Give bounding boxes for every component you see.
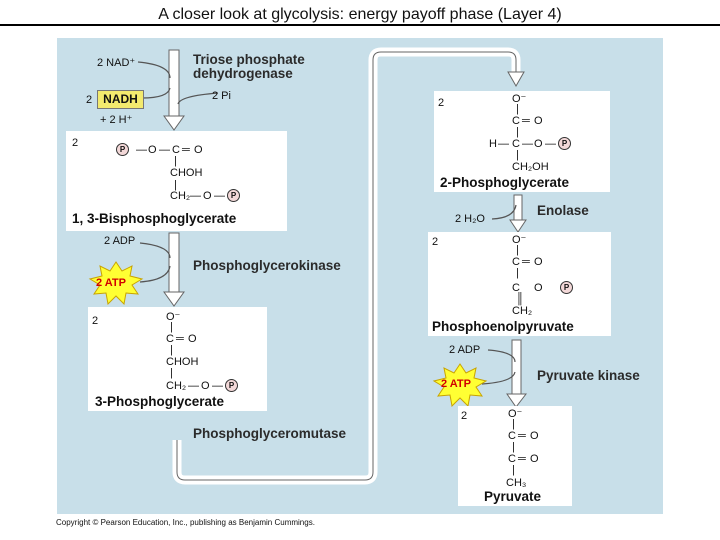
pg2-c1: C bbox=[512, 115, 520, 127]
nad-plus-label: 2 NAD⁺ bbox=[97, 57, 136, 69]
connector-arrowhead bbox=[507, 71, 525, 88]
enzyme-phosphoglycerokinase: Phosphoglycerokinase bbox=[193, 258, 341, 273]
pep-box: 2 O⁻ | C ═ O | C O P ║ CH₂ Phosphoenolpy… bbox=[428, 232, 611, 336]
phosphate-in-label: 2 Pi bbox=[212, 90, 231, 102]
pg3-c3: CH₂ bbox=[166, 380, 187, 392]
pg2-hydrogen: H bbox=[489, 138, 497, 150]
bpg-box: 2 P — O — C ═ O | CHOH | CH₂ — O — P 1, … bbox=[66, 131, 287, 231]
pg2-c3: CH₂OH bbox=[512, 161, 549, 173]
pg3-c1: C bbox=[166, 333, 174, 345]
step5-arrow bbox=[511, 339, 522, 397]
pyruvate-c2: C bbox=[508, 453, 516, 465]
bpg-c2: CHOH bbox=[170, 167, 203, 179]
pg2-name: 2-Phosphoglycerate bbox=[440, 175, 570, 190]
pyruvate-c1: C bbox=[508, 430, 516, 442]
pg2-o-minus: O⁻ bbox=[512, 93, 527, 105]
pg2-c2-oxygen: O bbox=[534, 138, 543, 150]
atp-label-step5: 2 ATP bbox=[441, 378, 471, 390]
pyruvate-c2-oxygen: O bbox=[530, 453, 539, 465]
pyruvate-o-minus: O⁻ bbox=[508, 408, 523, 420]
pep-o-minus: O⁻ bbox=[512, 234, 527, 246]
step2-arrow bbox=[168, 232, 180, 296]
pg3-o-minus: O⁻ bbox=[166, 311, 181, 323]
pep-name: Phosphoenolpyruvate bbox=[432, 319, 574, 334]
step1-arrow bbox=[168, 49, 180, 119]
bpg-coefficient: 2 bbox=[72, 137, 79, 149]
pep-c2: C bbox=[512, 282, 520, 294]
water-label: 2 H₂O bbox=[455, 213, 485, 225]
atp-burst-step2 bbox=[88, 261, 144, 306]
phosphate-circle: P bbox=[116, 143, 129, 156]
pyruvate-box: 2 O⁻ | C ═ O | C ═ O | CH₃ Pyruvate bbox=[458, 406, 572, 506]
pg3-coefficient: 2 bbox=[92, 315, 99, 327]
pep-c3: CH₂ bbox=[512, 305, 533, 317]
pg3-box: 2 O⁻ | C ═ O | CHOH | CH₂ — O — P 3-Phos… bbox=[88, 307, 267, 411]
nadh-highlight: NADH bbox=[97, 90, 144, 109]
pg2-c2: C bbox=[512, 138, 520, 150]
enzyme-triose-phosphate-line2: dehydrogenase bbox=[193, 66, 293, 81]
adp-label-step5: 2 ADP bbox=[449, 344, 481, 356]
pep-c2-oxygen: O bbox=[534, 282, 543, 294]
phosphate-circle: P bbox=[225, 379, 238, 392]
enzyme-enolase: Enolase bbox=[537, 203, 589, 218]
pg2-coefficient: 2 bbox=[438, 97, 445, 109]
phosphate-circle: P bbox=[227, 189, 240, 202]
pg2-c1-oxygen: O bbox=[534, 115, 543, 127]
pyruvate-name: Pyruvate bbox=[484, 489, 542, 504]
pg2-box: 2 O⁻ | C ═ O | H — C — O — P | CH₂OH 2-P… bbox=[434, 91, 610, 192]
pyruvate-coefficient: 2 bbox=[461, 410, 468, 422]
enzyme-triose-phosphate-line1: Triose phosphate bbox=[193, 52, 305, 67]
bpg-c1-oxygen: O bbox=[194, 144, 203, 156]
page-title: A closer look at glycolysis: energy payo… bbox=[158, 6, 562, 23]
atp-label-step2: 2 ATP bbox=[96, 277, 126, 289]
pyruvate-c3: CH₃ bbox=[506, 477, 527, 489]
enzyme-pyruvate-kinase: Pyruvate kinase bbox=[537, 368, 640, 383]
bpg-name: 1, 3-Bisphosphoglycerate bbox=[72, 211, 237, 226]
enzyme-phosphoglyceromutase: Phosphoglyceromutase bbox=[193, 426, 347, 441]
pep-c1-oxygen: O bbox=[534, 256, 543, 268]
pyruvate-c1-oxygen: O bbox=[530, 430, 539, 442]
phosphate-circle: P bbox=[558, 137, 571, 150]
pep-c1: C bbox=[512, 256, 520, 268]
adp-label-step2: 2 ADP bbox=[104, 235, 136, 247]
pg3-c2: CHOH bbox=[166, 356, 199, 368]
bpg-c3-oxygen: O bbox=[203, 190, 212, 202]
bpg-c3: CH₂ bbox=[170, 190, 191, 202]
proton-label: + 2 H⁺ bbox=[100, 114, 133, 126]
pg3-c3-oxygen: O bbox=[201, 380, 210, 392]
pg3-c1-oxygen: O bbox=[188, 333, 197, 345]
title-divider bbox=[0, 24, 720, 26]
atp-burst-step5 bbox=[432, 363, 488, 408]
phosphate-circle: P bbox=[560, 281, 573, 294]
nadh-coefficient: 2 bbox=[86, 94, 93, 106]
copyright-footer: Copyright © Pearson Education, Inc., pub… bbox=[56, 518, 315, 527]
bpg-c1: C bbox=[172, 144, 180, 156]
bpg-link-oxygen: O bbox=[148, 144, 157, 156]
pep-coefficient: 2 bbox=[432, 236, 439, 248]
pg3-name: 3-Phosphoglycerate bbox=[95, 394, 225, 409]
